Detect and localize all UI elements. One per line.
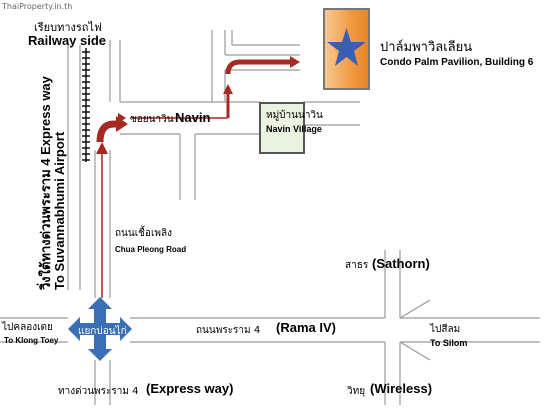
rama4-thai-label: ถนนพระราม 4 bbox=[196, 325, 261, 336]
village-thai-label: หมู่บ้านนาวิน bbox=[266, 110, 323, 121]
condo-thai-label: ปาล์มพาวิลเลียน bbox=[380, 40, 473, 55]
wireless-thai-label: วิทยุ bbox=[347, 386, 366, 397]
sathorn-thai-label: สาธร bbox=[345, 260, 369, 271]
soi-navin-en-label: Navin bbox=[175, 110, 211, 125]
junction-arrows-icon bbox=[68, 297, 132, 361]
sathorn-en-label: (Sathorn) bbox=[372, 256, 430, 271]
condo-en-label: Condo Palm Pavilion, Building 6 bbox=[380, 57, 534, 68]
junction-label: แยกบ่อนไก่ bbox=[78, 326, 127, 337]
bon-kai-junction bbox=[68, 297, 132, 361]
chua-pleong-thai-label: ถนนเชื้อเพลิง bbox=[115, 228, 172, 239]
silom-en-label: To Silom bbox=[430, 338, 468, 348]
silom-thai-label: ไปสีลม bbox=[430, 324, 461, 335]
wireless-en-label: (Wireless) bbox=[370, 381, 433, 396]
soi-navin-thai-label: ซอยนาวิน bbox=[130, 114, 174, 125]
expressway-bottom-en-label: (Express way) bbox=[146, 381, 234, 396]
watermark-text: ThaiProperty.in.th bbox=[2, 2, 73, 11]
klong-toey-thai-label: ไปคลองเตย bbox=[2, 322, 53, 333]
railway-thai-label: เรียบทางรถไฟ bbox=[34, 21, 102, 34]
expressway-bottom-thai-label: ทางด่วนพระราม 4 bbox=[58, 386, 139, 397]
star-icon bbox=[327, 28, 366, 66]
route-path bbox=[96, 56, 300, 298]
klong-toey-en-label: To Klong Toey bbox=[4, 336, 59, 345]
navin-village-block bbox=[259, 102, 305, 154]
chua-pleong-en-label: Chua Pleong Road bbox=[115, 245, 187, 254]
condo-building bbox=[323, 8, 370, 90]
village-en-label: Navin Village bbox=[266, 124, 322, 134]
railway-en-label: Railway side bbox=[28, 33, 107, 48]
rama4-en-label: (Rama IV) bbox=[276, 320, 336, 335]
expressway-vertical-en-label: To Suvannabhumi Airport bbox=[52, 131, 67, 290]
